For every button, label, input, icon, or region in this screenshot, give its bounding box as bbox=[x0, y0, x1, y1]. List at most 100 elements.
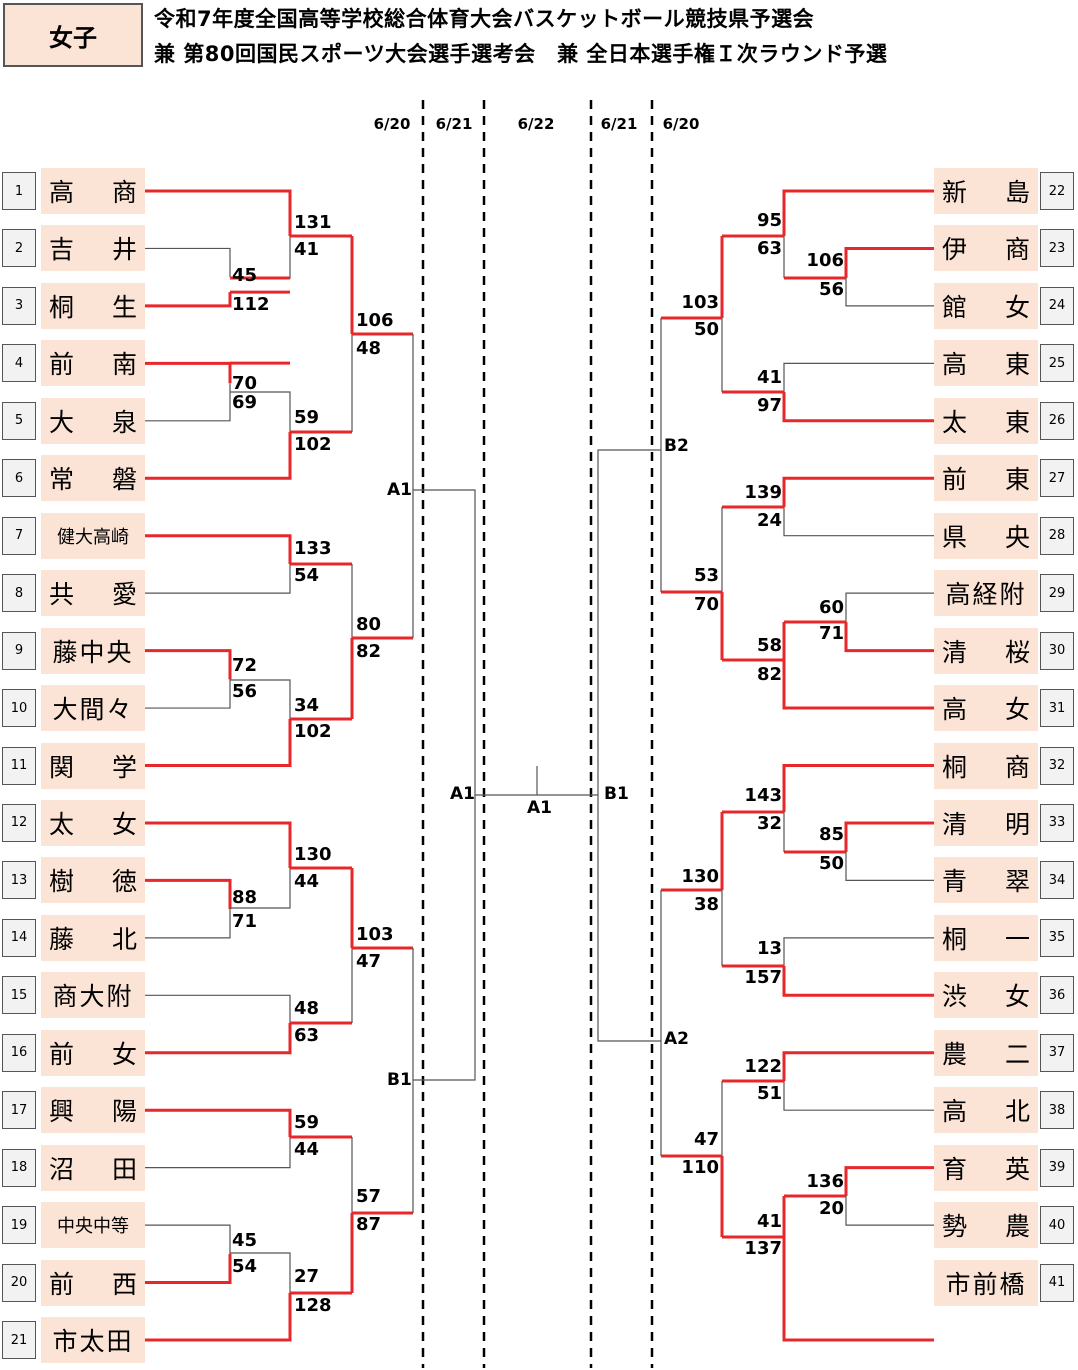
winner-line bbox=[143, 1253, 232, 1285]
seed-number: 7 bbox=[2, 516, 36, 555]
date-left-r1: 6/20 bbox=[373, 115, 411, 133]
seed-number: 10 bbox=[2, 689, 36, 728]
team-name: 沼田 bbox=[41, 1144, 145, 1191]
winner-line bbox=[143, 1293, 292, 1342]
bracket-line bbox=[143, 909, 231, 939]
winner-line bbox=[143, 878, 232, 910]
score-label: 82 bbox=[356, 641, 382, 662]
team-name-char: 育 bbox=[942, 1154, 968, 1184]
score-label: 122 bbox=[744, 1056, 782, 1077]
label-final: A1 bbox=[527, 798, 552, 818]
team-name: 清桜 bbox=[934, 627, 1038, 674]
bracket-line bbox=[845, 278, 934, 307]
team-name-char: 高 bbox=[942, 1097, 968, 1127]
seed-number: 19 bbox=[2, 1206, 36, 1245]
seed-number: 36 bbox=[1040, 976, 1074, 1015]
score-label: 137 bbox=[744, 1238, 782, 1259]
bracket-line bbox=[413, 489, 476, 1081]
team-name: 県央 bbox=[934, 512, 1038, 559]
score-label: 102 bbox=[294, 721, 332, 742]
team-name: 高商 bbox=[41, 168, 145, 214]
bracket-line bbox=[143, 1224, 231, 1254]
team-name-char: 共 bbox=[49, 580, 75, 610]
team-name: 前女 bbox=[41, 1029, 145, 1076]
team-name: 吉井 bbox=[41, 225, 145, 272]
team-name: 大間々 bbox=[41, 685, 145, 732]
team-name: 渋女 bbox=[934, 972, 1038, 1019]
team-name: 共愛 bbox=[41, 570, 145, 617]
score-label: 70 bbox=[693, 594, 719, 615]
score-label: 85 bbox=[818, 824, 844, 845]
score-label: 57 bbox=[356, 1186, 382, 1207]
score-label: 56 bbox=[232, 681, 258, 703]
seed-number: 17 bbox=[2, 1091, 36, 1130]
team-name-char: 女 bbox=[111, 809, 137, 839]
score-label: 157 bbox=[744, 967, 782, 988]
score-label: 38 bbox=[693, 894, 719, 915]
score-label: 133 bbox=[294, 538, 332, 559]
team-name-char: 沼 bbox=[49, 1154, 75, 1184]
score-label: 45 bbox=[232, 1229, 258, 1251]
team-name-char: 泉 bbox=[111, 407, 137, 437]
team-name-char: 県 bbox=[942, 522, 968, 552]
team-name: 伊商 bbox=[934, 225, 1038, 272]
team-name: 藤中央 bbox=[41, 627, 145, 674]
winner-line bbox=[143, 292, 232, 308]
seed-number: 13 bbox=[2, 861, 36, 900]
score-label: 131 bbox=[294, 212, 332, 233]
winner-line bbox=[782, 764, 934, 812]
winner-line bbox=[844, 821, 934, 852]
score-label: 139 bbox=[744, 482, 782, 503]
bracket-line bbox=[143, 383, 231, 422]
bracket-line bbox=[783, 507, 934, 537]
bracket-line bbox=[143, 679, 231, 709]
team-name: 高東 bbox=[934, 340, 1038, 387]
team-name: 育英 bbox=[934, 1144, 1038, 1191]
team-name-char: 前 bbox=[49, 1039, 75, 1069]
team-name-char: 青 bbox=[942, 867, 968, 897]
score-label: 128 bbox=[294, 1295, 332, 1316]
seed-number: 6 bbox=[2, 459, 36, 498]
team-name-char: 高 bbox=[942, 350, 968, 380]
team-name: 桐生 bbox=[41, 282, 145, 329]
team-name-char: 清 bbox=[942, 637, 968, 667]
bracket-line bbox=[783, 1081, 934, 1111]
score-label: 70 bbox=[232, 373, 258, 395]
winner-line bbox=[143, 189, 292, 236]
seed-number: 37 bbox=[1040, 1033, 1074, 1072]
team-name-char: 太 bbox=[49, 809, 75, 839]
team-name-char: 桐 bbox=[942, 752, 968, 782]
label-left-a1: A1 bbox=[387, 480, 412, 500]
team-name: 樹徳 bbox=[41, 857, 145, 904]
score-label: 56 bbox=[818, 279, 844, 300]
bracket-line bbox=[143, 1137, 291, 1169]
winner-line bbox=[844, 1166, 934, 1196]
score-label: 97 bbox=[756, 395, 782, 416]
score-label: 102 bbox=[294, 434, 332, 455]
team-name-char: 商 bbox=[1004, 235, 1030, 265]
title-line-2: 兼 第80回国民スポーツ大会選手選考会 兼 全日本選手権Ｉ次ラウンド予選 bbox=[154, 42, 888, 66]
score-label: 53 bbox=[693, 565, 719, 586]
team-name: 太東 bbox=[934, 397, 1038, 444]
team-name-char: 陽 bbox=[111, 1097, 137, 1127]
winner-line bbox=[143, 719, 292, 767]
team-name-char: 井 bbox=[111, 235, 137, 265]
score-label: 143 bbox=[744, 785, 782, 806]
seed-number: 4 bbox=[2, 344, 36, 383]
score-label: 51 bbox=[756, 1083, 782, 1104]
winner-line bbox=[143, 649, 232, 680]
winner-line bbox=[782, 1051, 934, 1081]
seed-number: 22 bbox=[1040, 172, 1074, 210]
bracket-line bbox=[143, 247, 231, 278]
score-label: 32 bbox=[756, 813, 782, 834]
seed-number: 39 bbox=[1040, 1148, 1074, 1187]
team-name-char: 生 bbox=[111, 292, 137, 322]
team-name-char: 興 bbox=[49, 1097, 75, 1127]
seed-number: 9 bbox=[2, 631, 36, 670]
bracket-line bbox=[143, 994, 291, 1023]
bracket-line bbox=[783, 362, 934, 392]
team-name: 市前橋 bbox=[934, 1259, 1038, 1306]
team-name-char: 大 bbox=[49, 407, 75, 437]
seed-number: 32 bbox=[1040, 746, 1074, 785]
team-name: 前東 bbox=[934, 455, 1038, 502]
